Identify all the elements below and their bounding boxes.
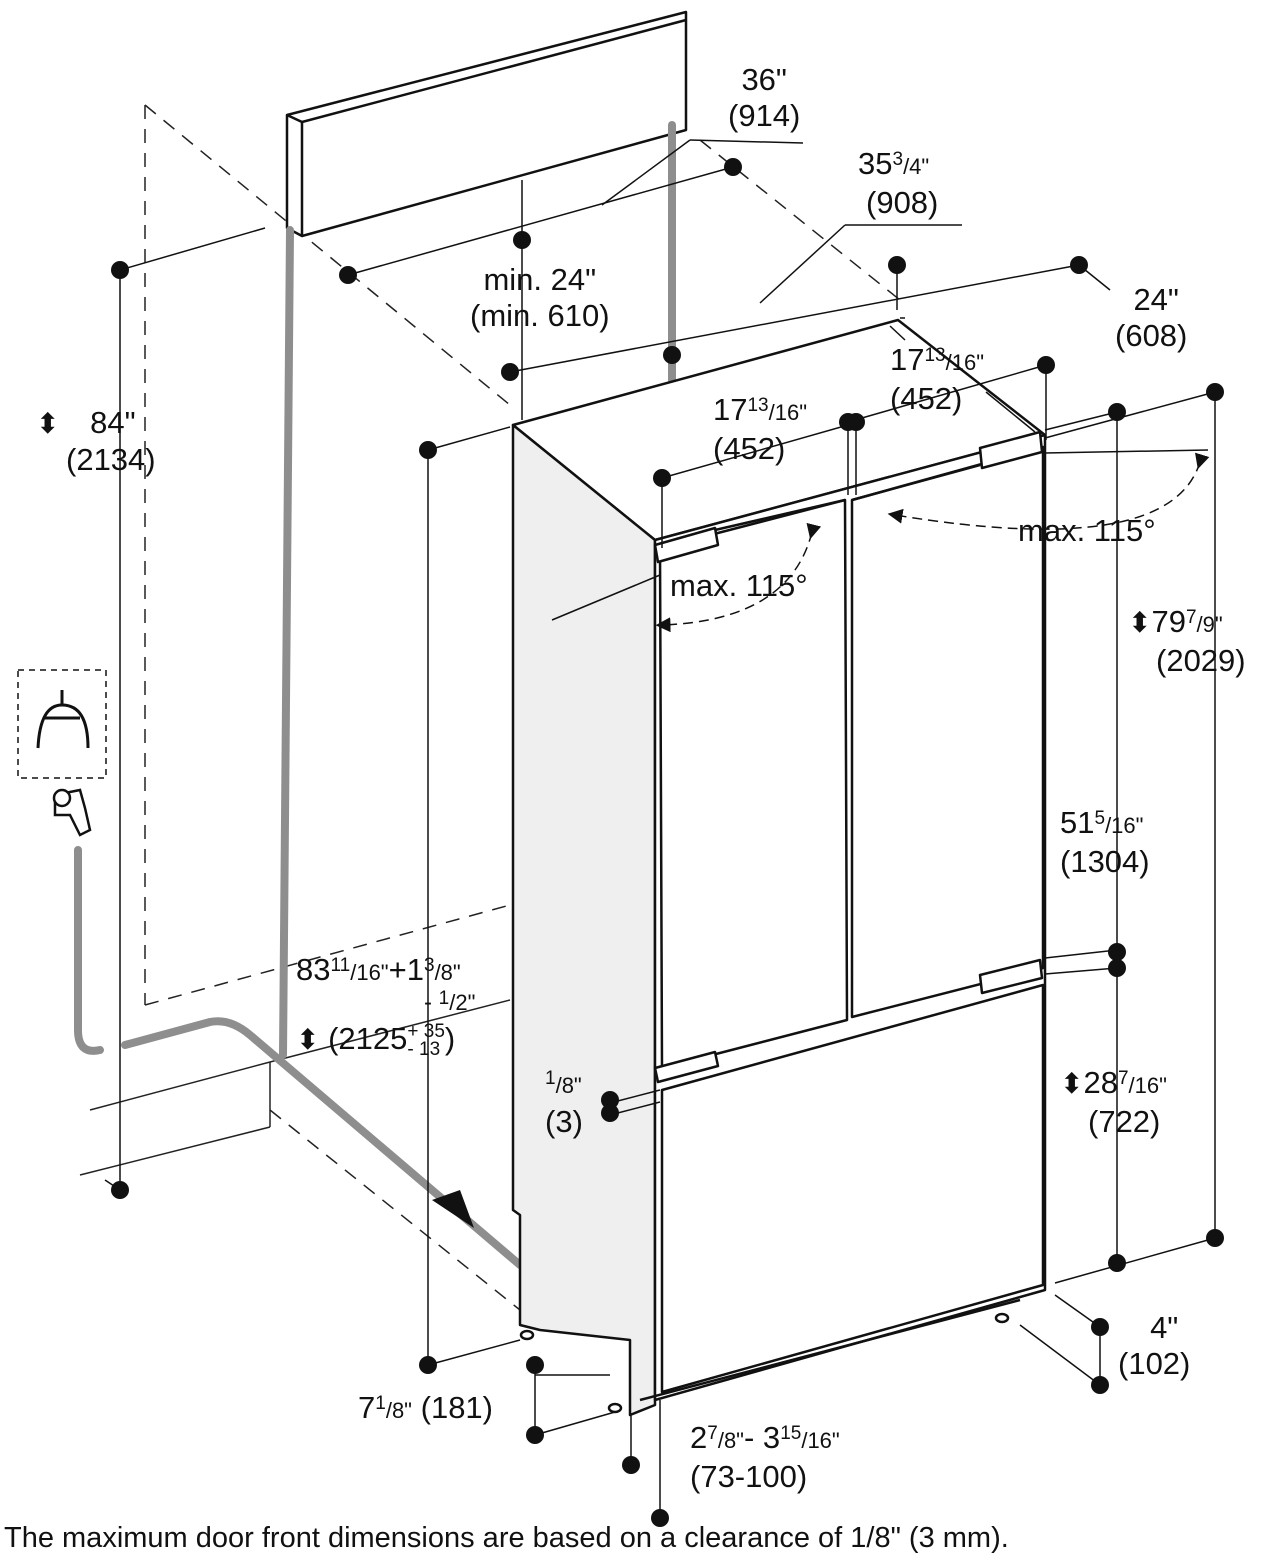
width-unit-label: 353/4" (908) (858, 146, 939, 220)
footnote-caption: The maximum door front dimensions are ba… (4, 1522, 1009, 1554)
side-depth-label: 71/8" (181) (358, 1390, 493, 1425)
refrigerator (511, 318, 1047, 1417)
door-swing-left-label: max. 115° (670, 568, 808, 603)
water-line (74, 121, 676, 1269)
dimension-lines (104, 139, 1216, 1518)
niche-height-label: ⬍ 84" (2134) (36, 405, 156, 477)
water-connection-icon (17, 669, 107, 779)
upper-door-height-label: 515/16" (1304) (1060, 805, 1150, 879)
dimension-dots (111, 158, 1224, 1527)
cabinet-height-label: 8311/16"+13/8" - 1/2" ⬍ (2125+ 35- 13) (296, 952, 476, 1060)
gap-label: 1/8" (3) (545, 1068, 583, 1139)
door-left-width-label: 1713/16" (452) (713, 392, 808, 466)
floor-lines (79, 999, 511, 1176)
overall-height-label: ⬍797/9" (2029) (1128, 604, 1246, 678)
width-top-label: 36" (914) (728, 62, 801, 133)
soffit-box (285, 10, 688, 238)
height-arrow-icon: ⬍ (36, 408, 60, 439)
base-recess-label: 27/8"- 315/16" (73-100) (690, 1420, 840, 1494)
door-right-width-label: 1713/16" (452) (890, 342, 985, 416)
faucet-icon (52, 788, 92, 837)
flow-arrow-icon (432, 1190, 474, 1228)
door-swing-arcs (551, 449, 1210, 633)
min-height-label: min. 24" (min. 610) (470, 262, 610, 333)
depth-label: 24" (608) (1115, 282, 1188, 353)
niche-outline (144, 104, 901, 1311)
lower-door-height-label: ⬍287/16" (722) (1060, 1065, 1167, 1139)
plinth-height-label: 4" (102) (1118, 1310, 1191, 1381)
door-swing-right-label: max. 115° (1018, 513, 1156, 548)
